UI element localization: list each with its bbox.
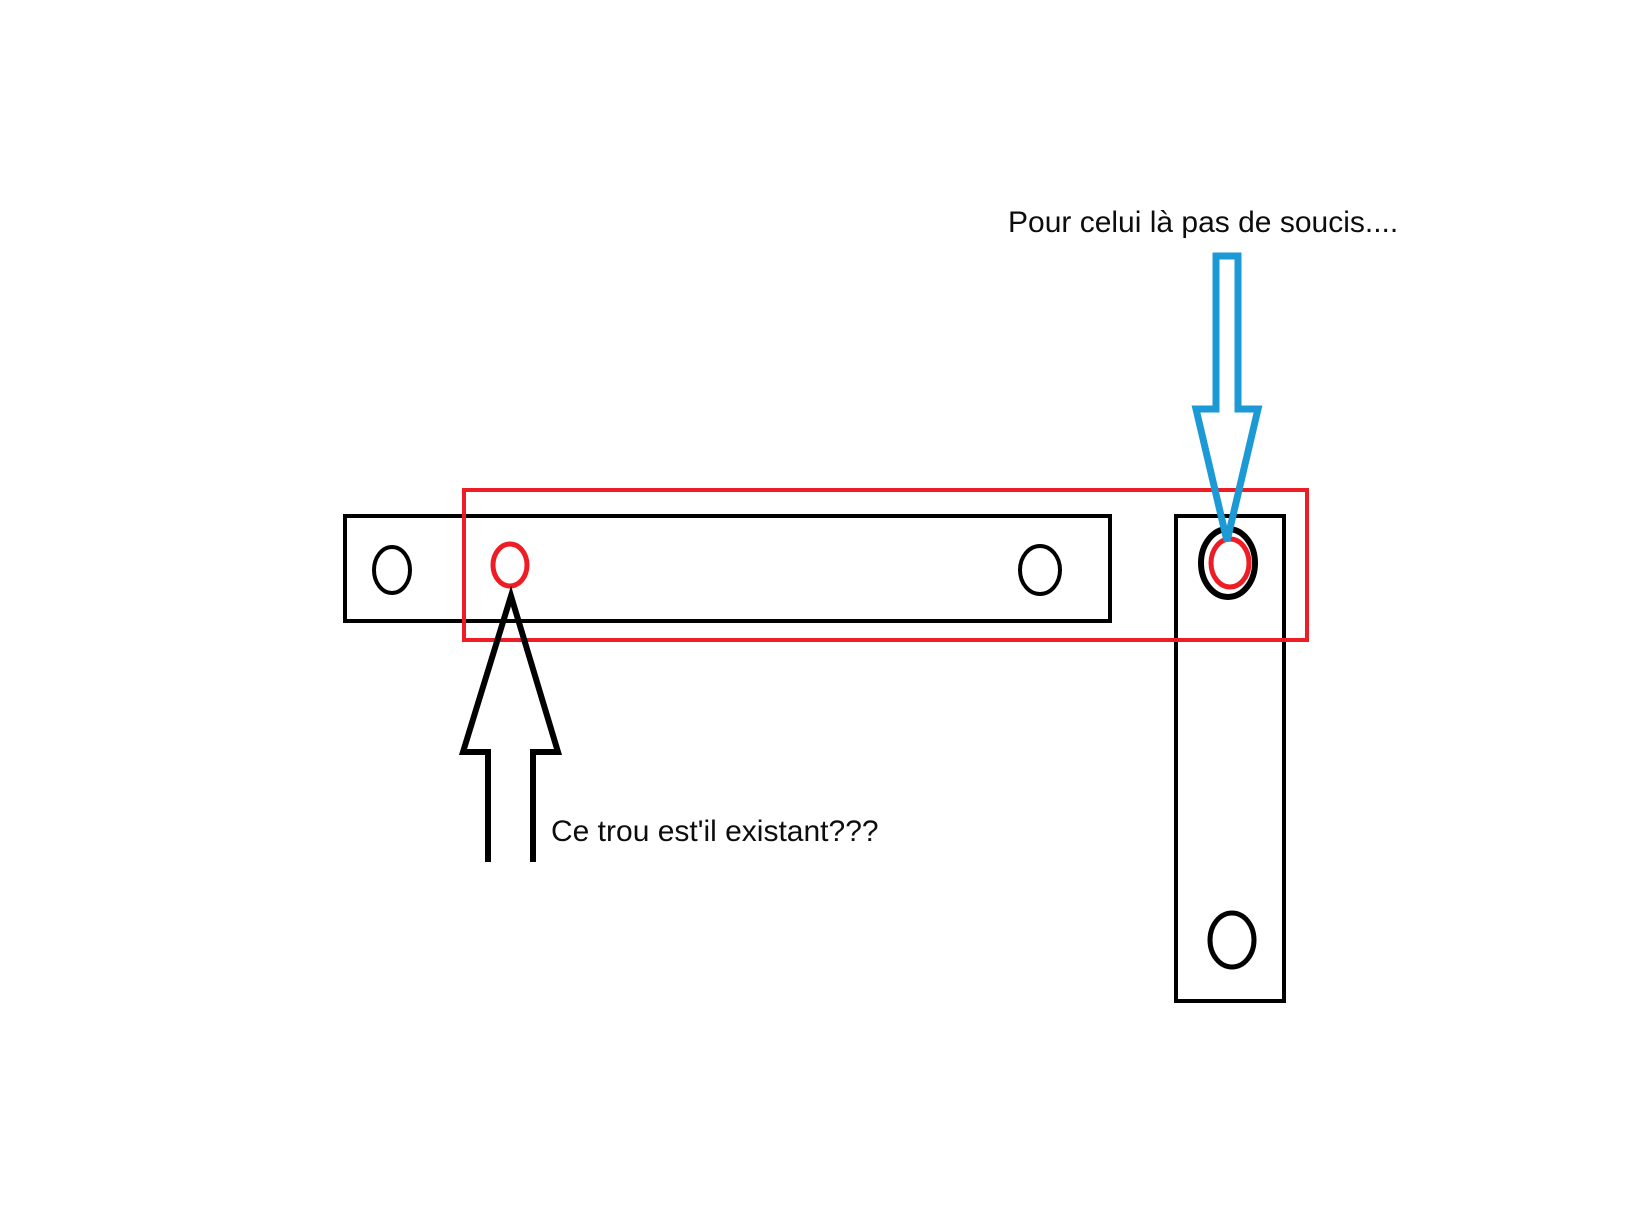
hole-mid-right [1018,544,1062,596]
hole-far-left [372,545,412,595]
hole-top-right-inner [1208,536,1252,590]
drawing-holes [372,526,1258,970]
black-up-arrow-icon [458,585,563,862]
hole-left-red [490,541,530,589]
horizontal-bar [343,514,1112,623]
annotation-top-note: Pour celui là pas de soucis.... [1008,206,1398,239]
hole-bottom-right [1207,910,1257,970]
red-selection-box [462,488,1309,642]
annotation-bottom-note: Ce trou est'il existant??? [551,815,879,848]
blue-down-arrow-icon [1191,252,1263,542]
